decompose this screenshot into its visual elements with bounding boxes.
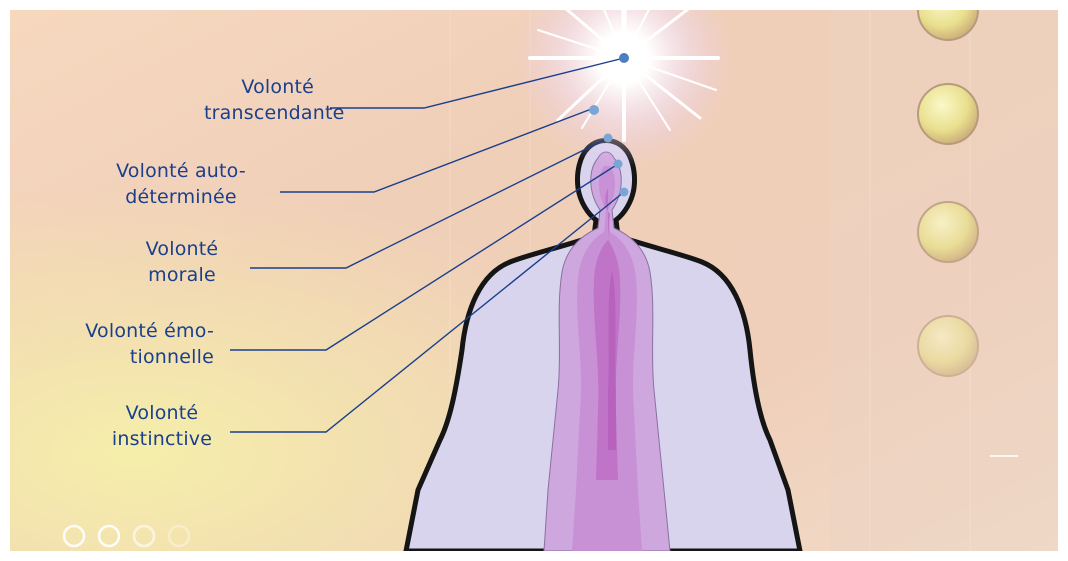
inner-layer-4 [608, 270, 616, 450]
label-transcendante: Volonté transcendante [204, 74, 314, 126]
dot-auto-determinee [589, 105, 599, 115]
label-line: morale [122, 262, 242, 288]
label-line: tionnelle [30, 344, 214, 370]
dot-emotionnelle [614, 160, 623, 169]
label-line: Volonté auto- [96, 158, 266, 184]
label-line: Volonté [102, 400, 222, 426]
label-line: Volonté [204, 74, 314, 100]
label-morale: Volonté morale [122, 236, 242, 288]
label-line: transcendante [204, 100, 314, 126]
label-line: Volonté [122, 236, 242, 262]
diagram-frame: Volonté transcendante Volonté auto- déte… [10, 10, 1058, 551]
label-auto-determinee: Volonté auto- déterminée [96, 158, 266, 210]
dot-instinctive [620, 188, 629, 197]
label-line: déterminée [96, 184, 266, 210]
label-emotionnelle: Volonté émo- tionnelle [30, 318, 214, 370]
label-line: Volonté émo- [30, 318, 214, 344]
dot-morale [604, 134, 613, 143]
label-line: instinctive [102, 426, 222, 452]
dot-transcendante [619, 53, 629, 63]
label-instinctive: Volonté instinctive [102, 400, 222, 452]
